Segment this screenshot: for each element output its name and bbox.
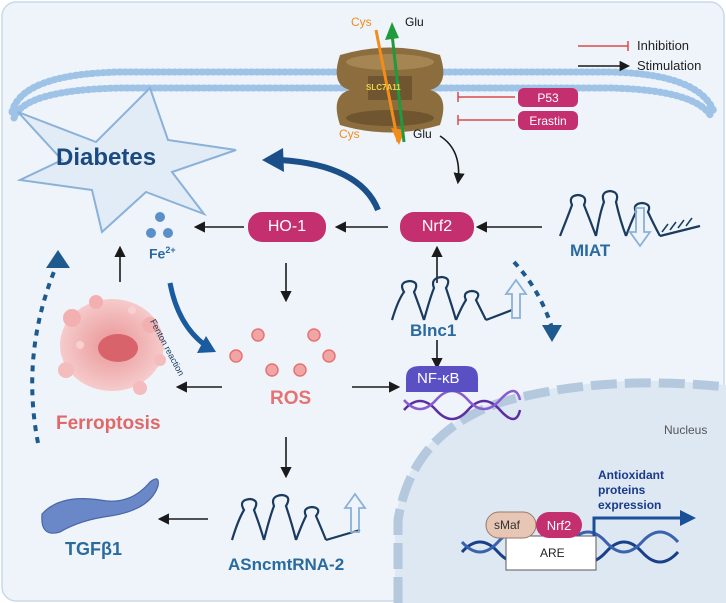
fe-ions [146,212,173,238]
glu-top-label: Glu [405,15,424,29]
glu-to-nrf2-arrow [439,135,465,185]
expression-arrowhead [680,510,696,526]
glu-bottom-label: Glu [413,127,432,141]
legend-inhibition-label: Inhibition [637,38,690,53]
fenton-reaction-arrow [167,282,207,348]
nrf2-node: Nrf2 [400,212,474,242]
ros-label: ROS [270,388,312,409]
diabetes-arrowhead [262,148,284,172]
p53-box: P53 [518,88,578,107]
erastin-box: Erastin [518,111,578,130]
cys-bottom-label: Cys [339,127,360,141]
nucleus-nrf2-node: Nrf2 [536,512,582,538]
tgfb1-label: TGFβ1 [65,539,122,559]
diabetes-star [16,86,237,234]
blnc1-label: Blnc1 [410,321,457,340]
expression-arrow [592,516,680,536]
ferroptosis-cell [58,295,166,395]
are-box [505,535,597,571]
smaf-label: sMaf [494,518,521,532]
glu-export-arrow [390,33,406,143]
ros-dots [229,328,336,377]
blnc1-up-arrow [504,278,528,319]
glu-arrowhead [385,22,399,40]
asncmtrna2-up-arrow [343,492,367,533]
legend-stimulation-label: Stimulation [637,58,702,73]
expression-line-3: expression [598,498,662,512]
expression-line-2: proteins [598,483,646,497]
erastin-inhibition-line [457,115,515,125]
nfkb-protein [406,366,478,392]
tgfb1-fiber [41,478,159,534]
miat-rna-structure [558,189,701,238]
fe-label: Fe2+ [149,246,176,261]
p53-inhibition-line [457,92,515,102]
blnc1-rna-structure [390,275,513,322]
slc7a11-transporter [336,47,444,133]
nucleus-label: Nucleus [664,423,708,437]
dashed-arrowhead-up [46,250,70,268]
fe-symbol: Fe [149,245,166,262]
fenton-arrowhead [197,336,216,353]
diabetes-label: Diabetes [56,144,157,171]
nfkb-label: NF-κB [417,370,460,387]
are-label: ARE [540,546,565,560]
miat-label: MIAT [570,241,611,260]
antioxidant-expression-label: Antioxidant proteins expression [598,468,664,513]
nrf2-to-diabetes-arrow [279,157,381,212]
nfkb-dna-helix [403,389,522,421]
nucleus-region [395,380,726,603]
cys-top-label: Cys [351,15,372,29]
ferroptosis-label: Ferroptosis [56,413,161,434]
fe-charge: 2+ [165,245,176,255]
slc7a11-label: SLC7A11 [366,83,401,92]
expression-line-1: Antioxidant [598,468,664,482]
dashed-arrowhead-down [542,325,562,342]
ho1-node: HO-1 [248,212,326,242]
nuclear-envelope [393,378,726,603]
asncmtrna2-rna-structure [230,493,361,542]
legend-inhibition-symbol [578,41,629,51]
cys-import-arrow [374,29,400,143]
miat-down-arrow [628,207,652,248]
asncmtrna2-label: ASncmtRNA-2 [228,555,345,574]
nrf2-to-nucleus-dashed-arrow [512,260,554,329]
